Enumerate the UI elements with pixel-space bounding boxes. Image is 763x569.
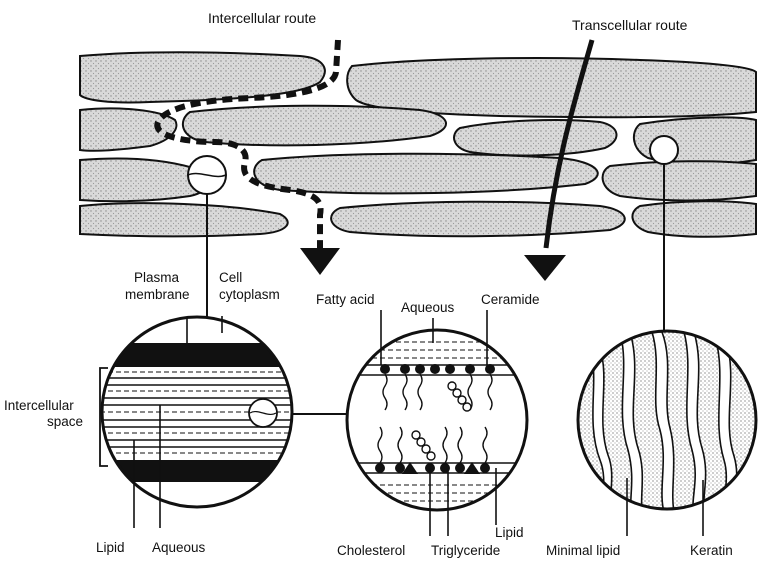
magnified-lipid-bilayer <box>345 310 529 536</box>
label-cell-cytoplasm-2: cytoplasm <box>219 287 280 302</box>
magnified-keratin <box>576 329 758 536</box>
label-intercellular-route: Intercellular route <box>208 10 316 26</box>
label-aqueous-left: Aqueous <box>152 540 206 555</box>
label-intercellular-space-1: Intercellular <box>4 398 74 413</box>
label-plasma-membrane-2: membrane <box>125 287 190 302</box>
callout-right <box>649 135 679 331</box>
label-transcellular-route: Transcellular route <box>572 17 688 33</box>
transcellular-route <box>524 39 595 281</box>
corneocyte <box>453 119 618 157</box>
label-triglyceride: Triglyceride <box>431 543 500 558</box>
label-lipid-mid: Lipid <box>495 525 524 540</box>
corneocyte <box>253 152 599 195</box>
label-intercellular-space-2: space <box>47 414 83 429</box>
label-minimal-lipid: Minimal lipid <box>546 543 620 558</box>
label-lipid-left: Lipid <box>96 540 125 555</box>
corneocyte <box>79 107 178 152</box>
label-cell-cytoplasm-1: Cell <box>219 270 242 285</box>
magnified-intercellular-space <box>99 315 294 528</box>
corneocyte <box>330 200 626 238</box>
label-aqueous-mid: Aqueous <box>401 300 455 315</box>
label-plasma-membrane-1: Plasma <box>134 270 180 285</box>
label-fatty-acid: Fatty acid <box>316 292 375 307</box>
intercellular-route <box>154 39 341 275</box>
label-ceramide: Ceramide <box>481 292 540 307</box>
callout-left <box>187 155 227 318</box>
corneocyte <box>631 200 757 238</box>
label-cholesterol: Cholesterol <box>337 543 405 558</box>
corneocyte <box>79 51 326 104</box>
corneocyte <box>79 202 289 238</box>
corneocyte <box>346 57 757 119</box>
corneocyte <box>601 160 757 202</box>
label-keratin: Keratin <box>690 543 733 558</box>
stratum-corneum-layer <box>79 51 757 238</box>
labels: Intercellular route Transcellular route … <box>4 10 733 558</box>
